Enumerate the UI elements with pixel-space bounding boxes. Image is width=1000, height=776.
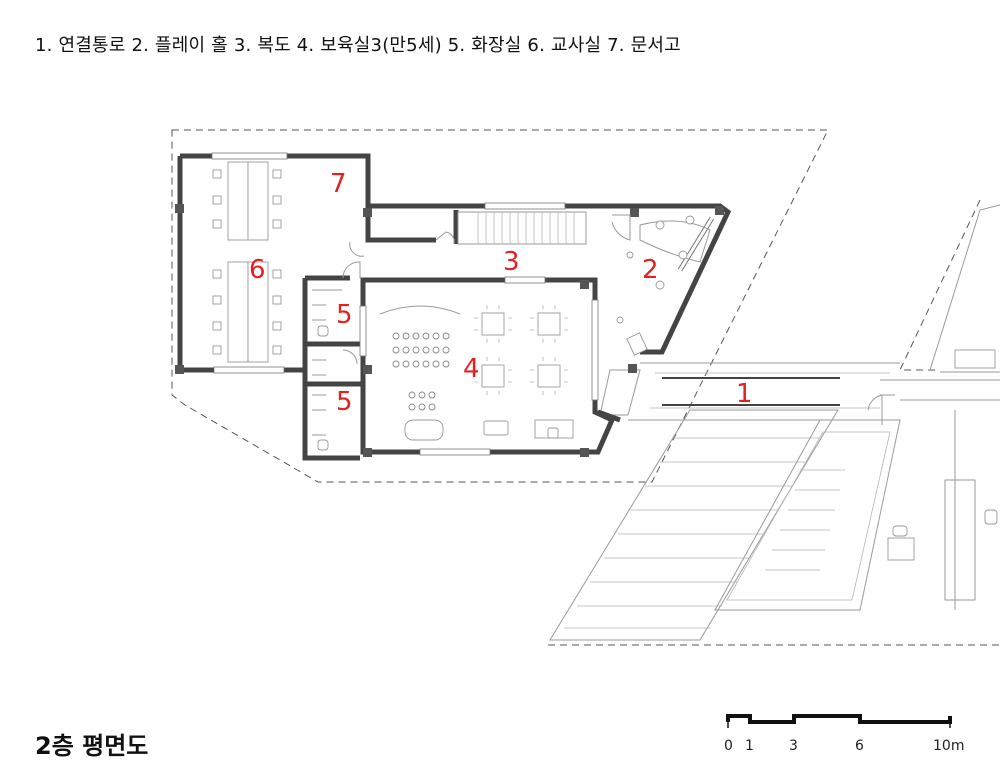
scale-bar: 0 1 3 6 10m [724,714,964,754]
legend-text: 1. 연결통로 2. 플레이 홀 3. 복도 4. 보육실3(만5세) 5. 화… [35,35,681,56]
scale-label-6: 6 [855,738,864,754]
connection-bridge [599,362,900,425]
office-desks [212,161,282,363]
scale-label-10m: 10m [933,738,964,754]
room-number-3: 3 [503,247,520,277]
room-number-6: 6 [249,255,266,285]
plan-title: 2층 평면도 [35,732,149,760]
classroom-furniture [379,305,574,441]
scale-label-0: 0 [724,738,733,754]
play-hall-furniture [616,215,711,356]
room-number-2: 2 [642,255,659,285]
scale-label-3: 3 [789,738,798,754]
room-number-5-lower: 5 [336,387,353,417]
columns [175,204,724,457]
scale-label-1: 1 [745,738,754,754]
windows [211,152,715,456]
doors [349,231,455,257]
stairs [457,211,631,245]
room-number-4: 4 [463,354,480,384]
room-number-1: 1 [736,379,753,409]
toilet-fixtures [312,261,361,451]
overhang-outline [171,129,829,483]
overhang-outline-right [548,199,1000,646]
room-number-7: 7 [330,169,347,199]
adjacent-building [549,204,1000,641]
room-number-5-upper: 5 [336,300,353,330]
